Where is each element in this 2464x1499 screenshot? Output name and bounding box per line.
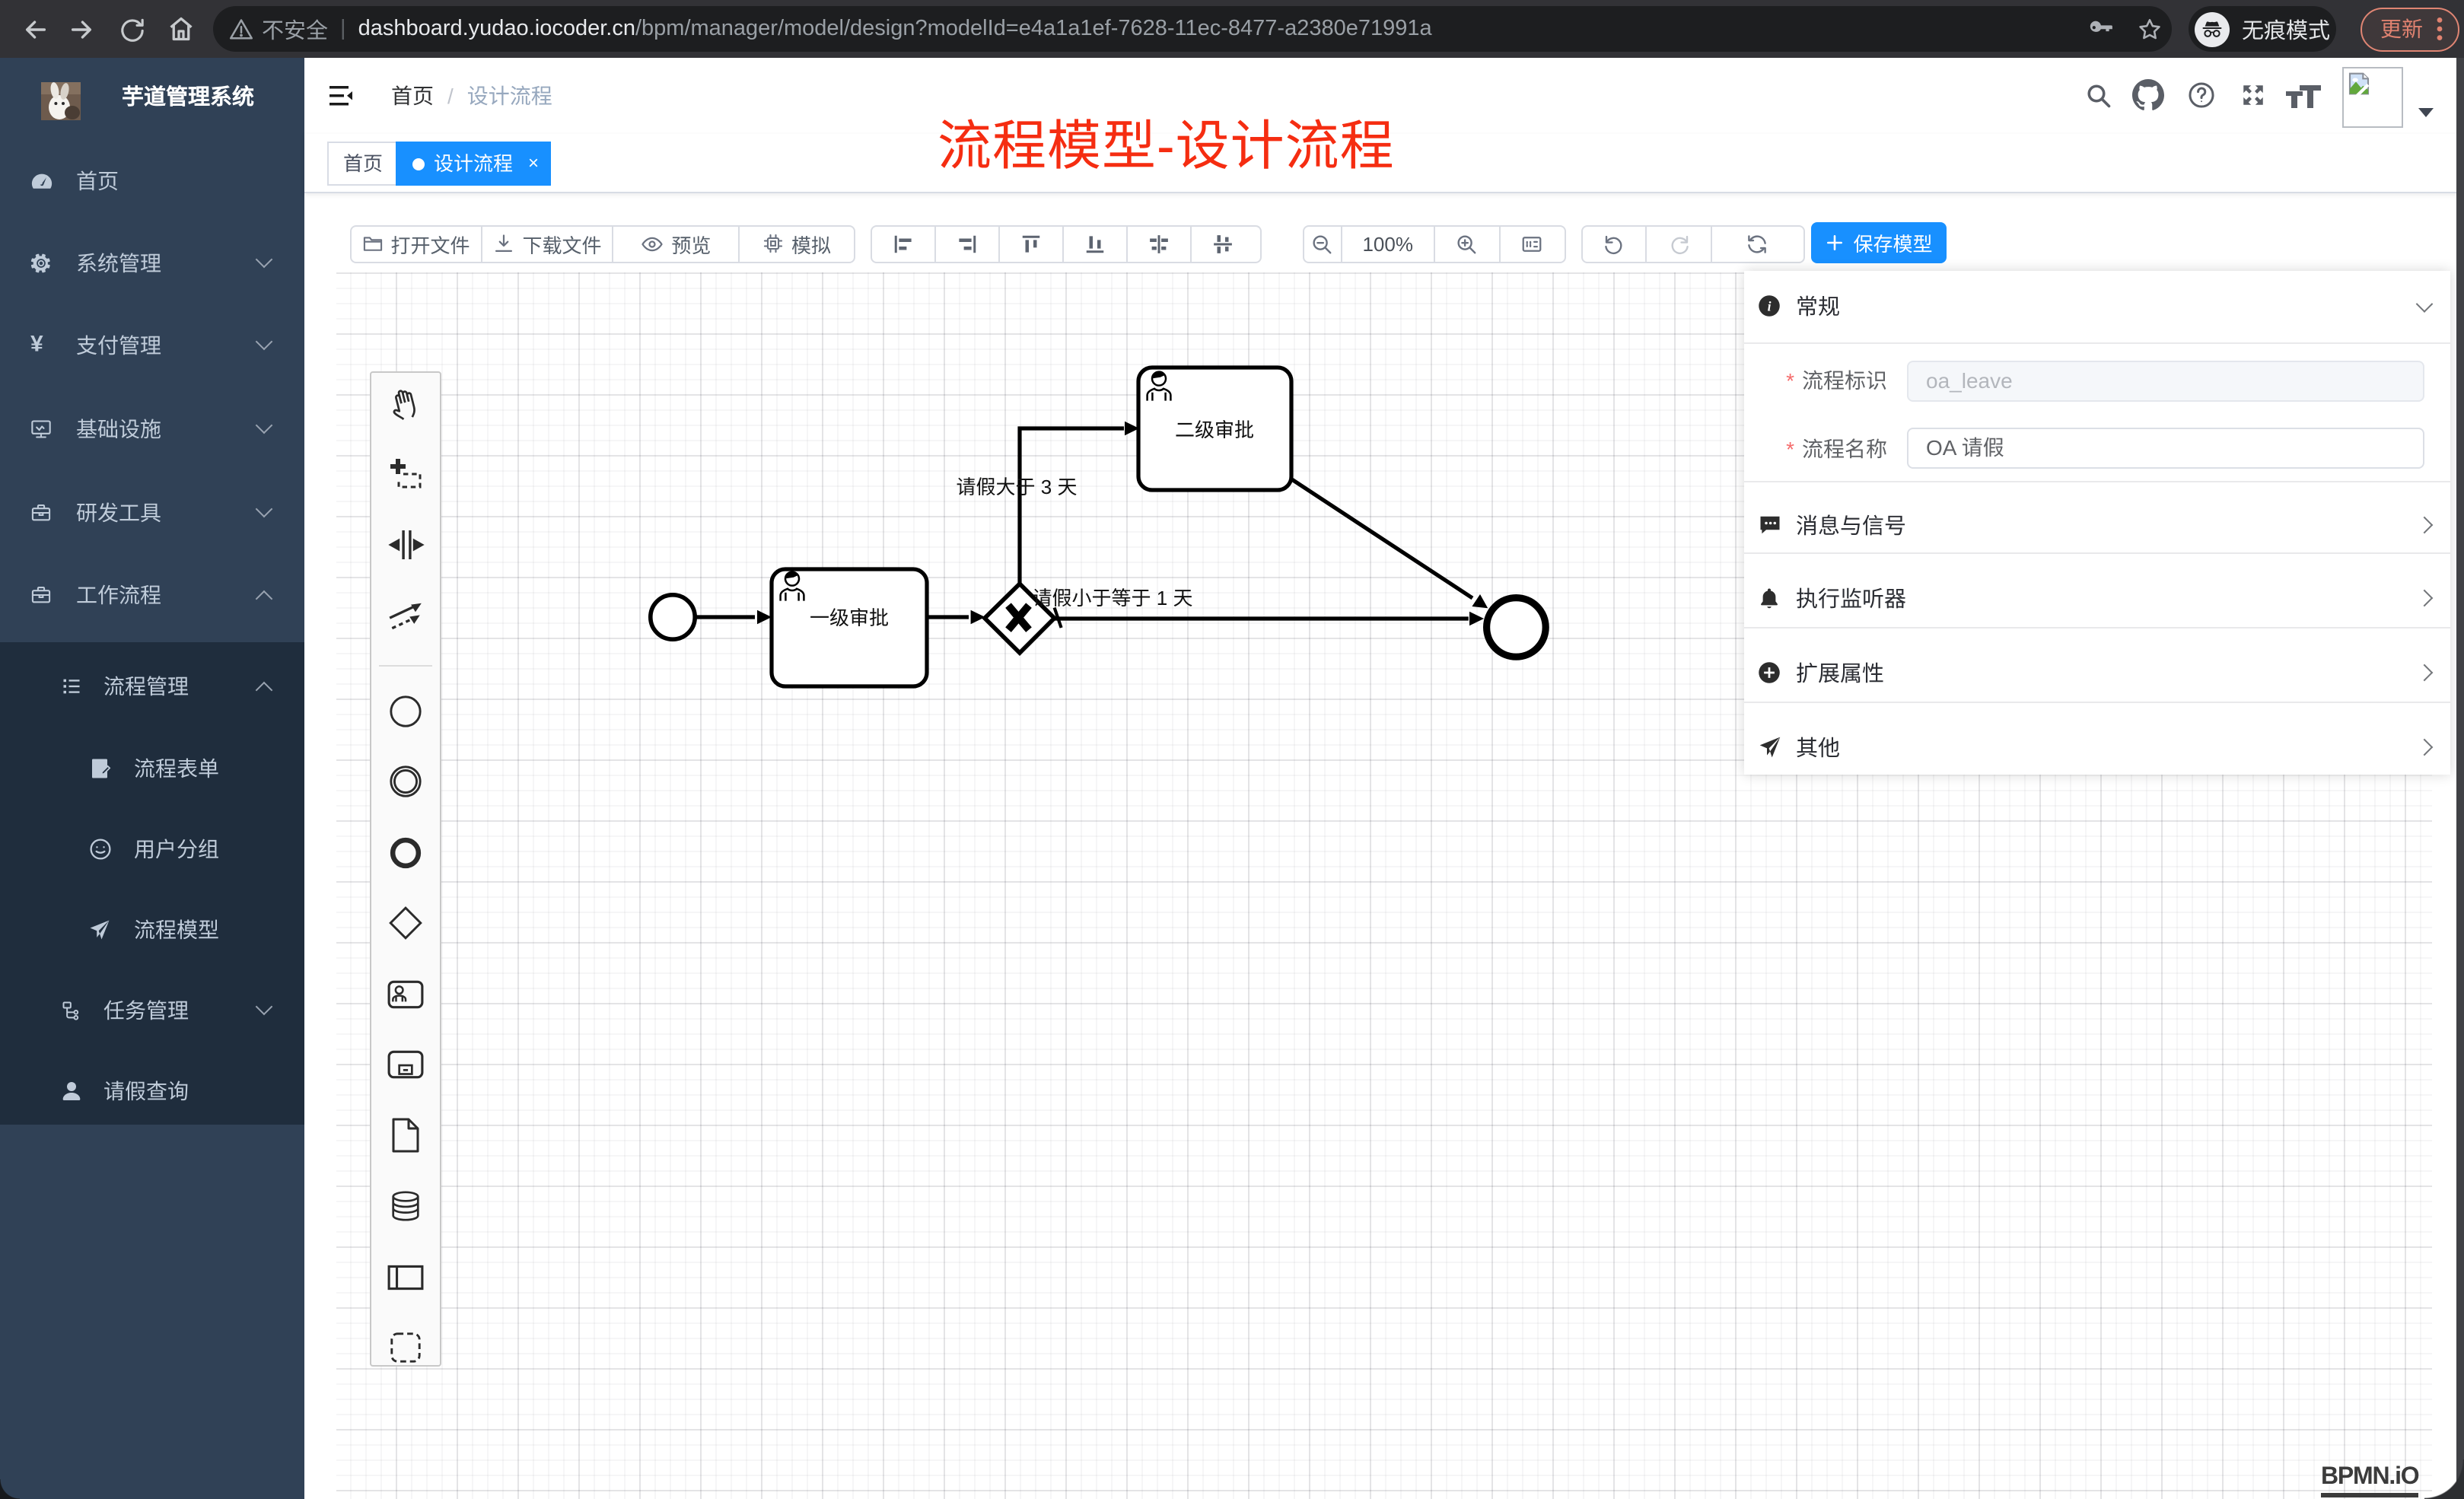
svg-text:一级审批: 一级审批 [810,606,889,629]
svg-text:i: i [1768,299,1772,314]
svg-text:请假小于等于 1 天: 请假小于等于 1 天 [1033,587,1193,609]
svg-text:二级审批: 二级审批 [1175,419,1254,441]
svg-text:请假大于 3 天: 请假大于 3 天 [957,476,1078,498]
